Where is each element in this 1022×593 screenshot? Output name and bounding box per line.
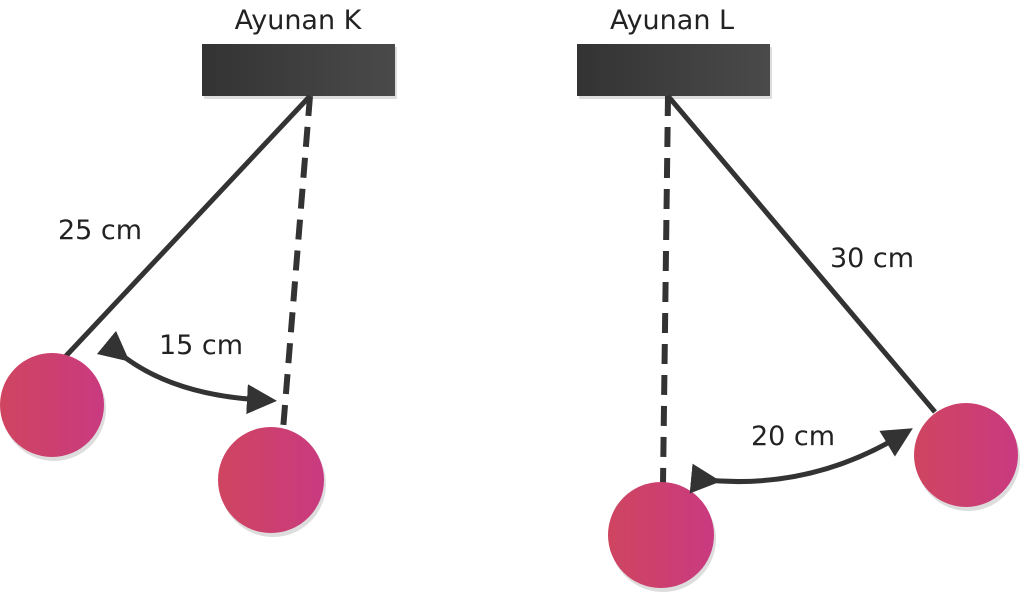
rest-position-line: [660, 95, 671, 484]
pendulum-string: [666, 94, 937, 414]
support-bar: [577, 44, 770, 96]
swing-k: Ayunan K 25 cm 15 cm: [0, 5, 397, 537]
length-label: 30 cm: [830, 243, 914, 274]
amplitude-label: 20 cm: [751, 421, 835, 452]
swing-l-title: Ayunan L: [610, 5, 734, 36]
pendulum-ball-rest: [608, 482, 714, 588]
pendulum-ball-displaced: [0, 353, 104, 457]
pendulum-ball-rest: [218, 427, 324, 533]
swing-l: Ayunan L 30 cm 20 cm: [577, 5, 1020, 592]
amplitude-label: 15 cm: [159, 330, 243, 361]
pendulum-string: [63, 94, 312, 359]
amplitude-arrow: [96, 330, 277, 415]
length-label: 25 cm: [58, 215, 142, 246]
rest-position-line: [280, 95, 313, 431]
amplitude-arrow: [689, 428, 913, 494]
pendulum-ball-displaced: [914, 403, 1018, 507]
support-bar: [202, 44, 395, 96]
swing-k-title: Ayunan K: [235, 5, 363, 36]
